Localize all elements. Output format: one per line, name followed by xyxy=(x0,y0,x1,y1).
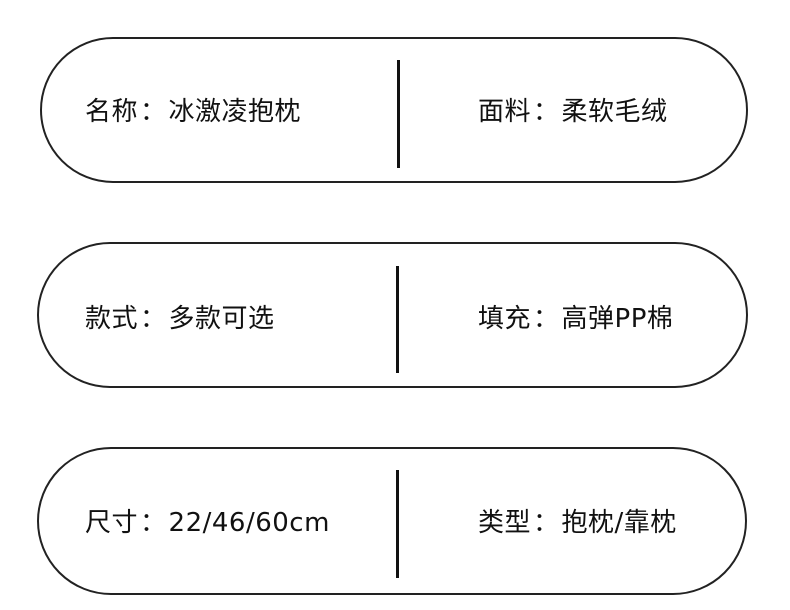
spec-pill-size-type xyxy=(37,447,747,595)
spec-value: 22/46/60cm xyxy=(168,508,330,538)
spec-value: 高弹PP棉 xyxy=(561,304,674,334)
pill-divider xyxy=(396,470,399,578)
spec-label: 类型 xyxy=(478,508,532,538)
spec-label: 款式 xyxy=(85,304,139,334)
spec-fabric: 面料：柔软毛绒 xyxy=(478,99,668,125)
spec-separator: ： xyxy=(140,508,167,538)
pill-divider xyxy=(396,266,399,373)
spec-value: 多款可选 xyxy=(168,304,275,334)
pill-divider xyxy=(397,60,400,168)
spec-name: 名称：冰激凌抱枕 xyxy=(85,99,301,125)
spec-separator: ： xyxy=(140,97,167,127)
spec-pill-style-filling xyxy=(37,242,748,388)
spec-size: 尺寸：22/46/60cm xyxy=(85,510,330,536)
spec-style: 款式：多款可选 xyxy=(85,306,275,332)
spec-type: 类型：抱枕/靠枕 xyxy=(478,510,677,536)
spec-label: 名称 xyxy=(85,97,139,127)
spec-separator: ： xyxy=(533,304,560,334)
spec-filling: 填充：高弹PP棉 xyxy=(478,306,673,332)
spec-value: 冰激凌抱枕 xyxy=(168,97,302,127)
spec-separator: ： xyxy=(140,304,167,334)
spec-value: 柔软毛绒 xyxy=(561,97,668,127)
spec-separator: ： xyxy=(533,508,560,538)
spec-label: 尺寸 xyxy=(85,508,139,538)
spec-label: 面料 xyxy=(478,97,532,127)
spec-separator: ： xyxy=(533,97,560,127)
spec-value: 抱枕/靠枕 xyxy=(561,508,677,538)
spec-pill-name-fabric xyxy=(40,37,748,183)
spec-label: 填充 xyxy=(478,304,532,334)
